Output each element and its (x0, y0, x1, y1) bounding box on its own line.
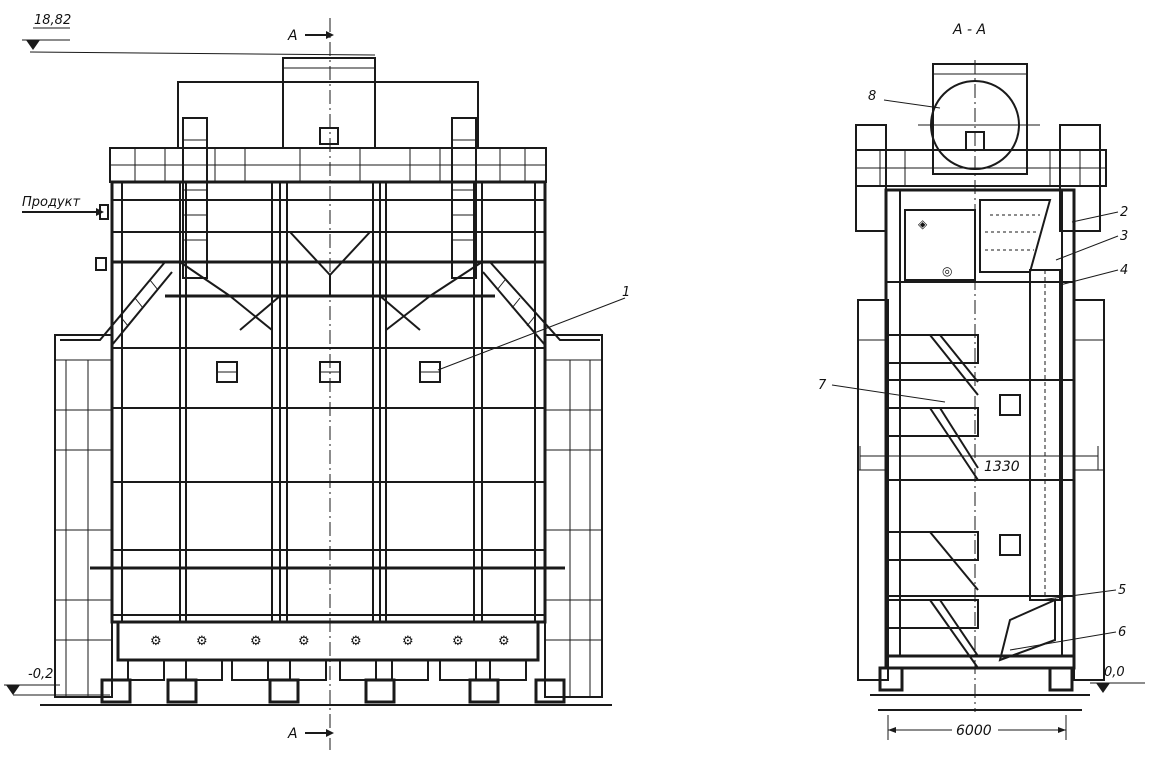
callout-3-label: 3 (1120, 229, 1128, 244)
callout-2-label: 2 (1120, 205, 1128, 220)
product-label: Продукт (22, 195, 81, 210)
callout-7-label: 7 (818, 378, 827, 393)
section-view: А - А (818, 22, 1145, 740)
elevation-mark-bottom: -0,2 (4, 667, 110, 696)
section-marker-top-label: А (287, 28, 298, 44)
elevation-top-label: 18,82 (34, 13, 71, 28)
main-body (90, 180, 565, 624)
product-inlet: Продукт (22, 195, 109, 271)
section-callouts: 2 3 4 5 6 7 8 (818, 89, 1128, 651)
elevation-bottom-label: -0,2 (28, 667, 53, 682)
section-upper-platform (855, 124, 1107, 232)
upper-platform (109, 147, 547, 183)
callout-4-label: 4 (1120, 263, 1128, 278)
section-base (870, 654, 1090, 711)
fan-icon: ⚙ (452, 634, 464, 649)
section-marker-top: А (287, 28, 334, 44)
right-stair-tower (544, 334, 603, 698)
fan-section: ⚙ ⚙ ⚙ ⚙ ⚙ ⚙ ⚙ ⚙ (116, 620, 540, 681)
fan-icon: ⚙ (150, 634, 162, 649)
callout-8-label: 8 (868, 89, 876, 104)
callout-5-label: 5 (1118, 583, 1126, 598)
front-elevation: 18,82 А А (4, 13, 630, 750)
section-side-towers (857, 299, 1105, 681)
nozzle-icon: ◎ (942, 264, 952, 278)
section-marker-bottom-label: А (287, 726, 298, 742)
callout-6-label: 6 (1118, 625, 1126, 640)
top-outlet (177, 57, 479, 149)
sloped-stairs (60, 261, 600, 346)
fan-icon: ⚙ (350, 634, 362, 649)
section-marker-bottom: А (287, 726, 334, 742)
section-stairs (887, 334, 1021, 669)
dimension-width: 6000 (887, 715, 1067, 740)
nozzle-icon: ◈ (918, 217, 928, 231)
left-stair-tower (54, 334, 113, 698)
dim-width-label: 6000 (956, 723, 992, 739)
callout-1: 1 (437, 285, 630, 371)
footings (40, 678, 612, 706)
section-title: А - А (952, 22, 986, 38)
fan-icon: ⚙ (402, 634, 414, 649)
elevation-zero-label: 0,0 (1104, 665, 1125, 680)
fan-icon: ⚙ (298, 634, 310, 649)
dim-inner-label: 1330 (984, 459, 1020, 475)
inspection-hatches (216, 361, 441, 383)
top-duct (918, 63, 1040, 175)
fan-icon: ⚙ (196, 634, 208, 649)
fan-icon: ⚙ (498, 634, 510, 649)
fan-icon: ⚙ (250, 634, 262, 649)
callout-1-label: 1 (622, 285, 630, 300)
dimension-inner: 1330 (859, 446, 1099, 475)
heater-bank (979, 199, 1061, 662)
elevation-mark-top: 18,82 (22, 13, 376, 56)
elevation-mark-zero: 0,0 (1090, 665, 1145, 693)
